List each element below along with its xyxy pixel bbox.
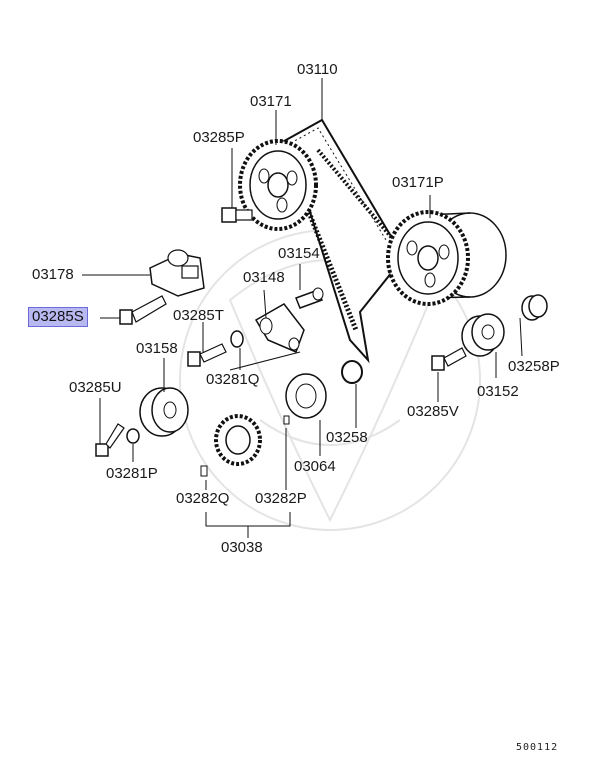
label-03285V[interactable]: 03285V <box>407 403 459 420</box>
bolt-03285P <box>221 207 253 223</box>
label-03154[interactable]: 03154 <box>278 245 320 262</box>
bolt-03285V <box>431 347 467 371</box>
spacer-03154 <box>295 287 324 309</box>
label-03152[interactable]: 03152 <box>477 383 519 400</box>
label-03285P[interactable]: 03285P <box>193 129 245 146</box>
bracket-03148 <box>254 303 305 354</box>
label-03064[interactable]: 03064 <box>294 458 336 475</box>
label-03171P[interactable]: 03171P <box>392 174 444 191</box>
idler-pulley-03152 <box>461 313 505 357</box>
label-03258P[interactable]: 03258P <box>508 358 560 375</box>
bolt-03285U <box>95 423 125 457</box>
label-03285U[interactable]: 03285U <box>69 379 122 396</box>
label-03281P[interactable]: 03281P <box>106 465 158 482</box>
label-03285T[interactable]: 03285T <box>173 307 224 324</box>
flange-03064 <box>285 373 327 419</box>
bolt-03285T <box>187 343 227 367</box>
label-03258[interactable]: 03258 <box>326 429 368 446</box>
crankshaft-sprocket <box>214 414 262 466</box>
label-03281Q[interactable]: 03281Q <box>206 371 260 388</box>
key-03282P <box>283 415 290 425</box>
label-03282P[interactable]: 03282P <box>255 490 307 507</box>
camshaft-sprocket-left <box>238 139 318 231</box>
washer-03281Q <box>230 330 244 348</box>
washer-03258 <box>341 360 363 384</box>
spacer-03258P <box>521 294 548 321</box>
label-03285S-highlighted[interactable]: 03285S <box>28 307 88 327</box>
washer-03281P <box>126 428 140 444</box>
idler-pulley-03158 <box>139 387 189 437</box>
label-03148[interactable]: 03148 <box>243 269 285 286</box>
diagram-code: 500112 <box>516 742 559 753</box>
camshaft-sprocket-right <box>386 210 507 306</box>
label-03110[interactable]: 03110 <box>297 61 338 78</box>
label-03038[interactable]: 03038 <box>221 539 263 556</box>
label-03158[interactable]: 03158 <box>136 340 178 357</box>
label-03171[interactable]: 03171 <box>250 93 292 110</box>
label-03178[interactable]: 03178 <box>32 266 74 283</box>
label-03282Q[interactable]: 03282Q <box>176 490 230 507</box>
key-03282Q <box>200 465 208 477</box>
tensioner-03178 <box>149 249 205 297</box>
leader-lines <box>82 78 523 538</box>
bolt-03285S <box>119 295 167 325</box>
